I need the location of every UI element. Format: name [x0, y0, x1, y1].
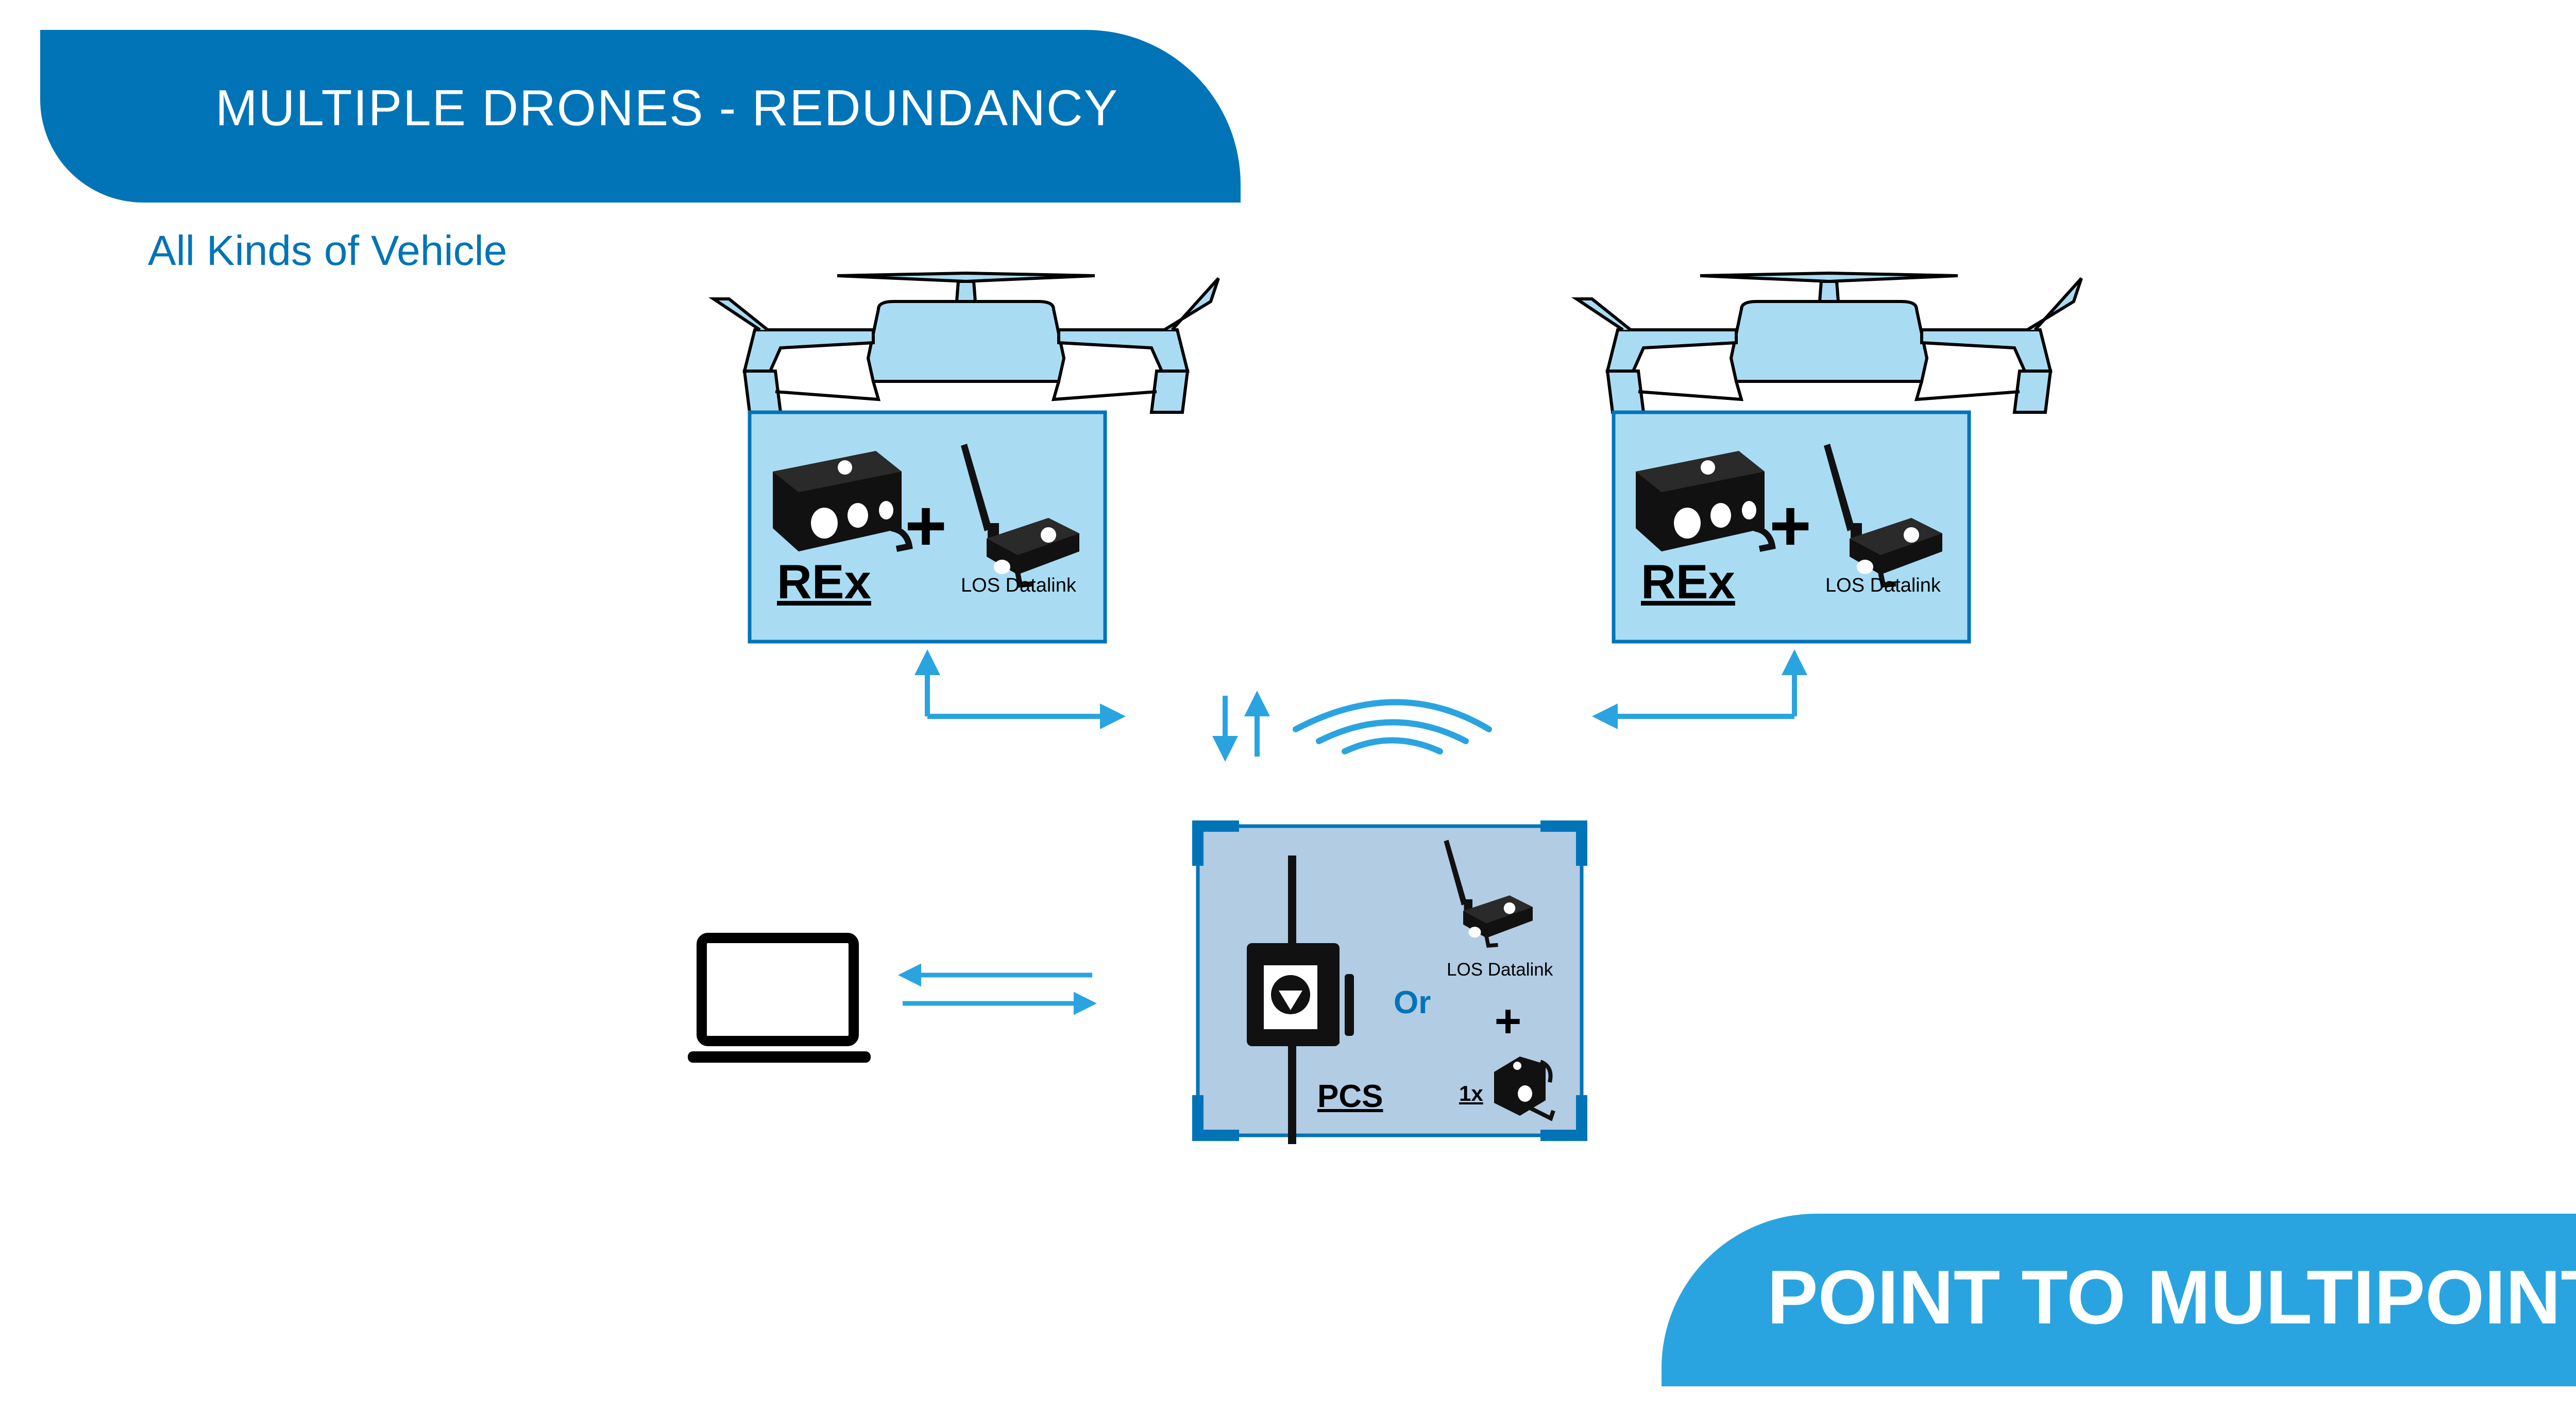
plus-sign-ground: + [1495, 996, 1522, 1047]
pcs-label: PCS [1317, 1079, 1383, 1114]
or-label: Or [1394, 985, 1431, 1020]
los-label-right: LOS Datalink [1825, 575, 1941, 596]
footer-title: POINT TO MULTIPOINT [1767, 1255, 2576, 1340]
wireless-signal-icon [1293, 699, 1492, 754]
count-label: 1x [1459, 1081, 1483, 1105]
header-banner: MULTIPLE DRONES - REDUNDANCY [40, 30, 1241, 203]
ground-station-corners [1192, 820, 1587, 1141]
rex-label-left: REx [777, 555, 871, 609]
plus-sign-left: + [905, 485, 947, 566]
header-title: MULTIPLE DRONES - REDUNDANCY [215, 79, 1119, 136]
los-label-ground: LOS Datalink [1447, 960, 1553, 980]
drone-icon-left [714, 273, 1218, 412]
los-label-left: LOS Datalink [961, 575, 1076, 596]
rex-label-right: REx [1641, 555, 1735, 609]
laptop-icon [688, 933, 871, 1063]
drone-icon-right [1577, 273, 2081, 412]
plus-sign-right: + [1769, 485, 1811, 566]
footer-banner: POINT TO MULTIPOINT [1662, 1214, 2576, 1386]
subtitle: All Kinds of Vehicle [148, 227, 507, 274]
